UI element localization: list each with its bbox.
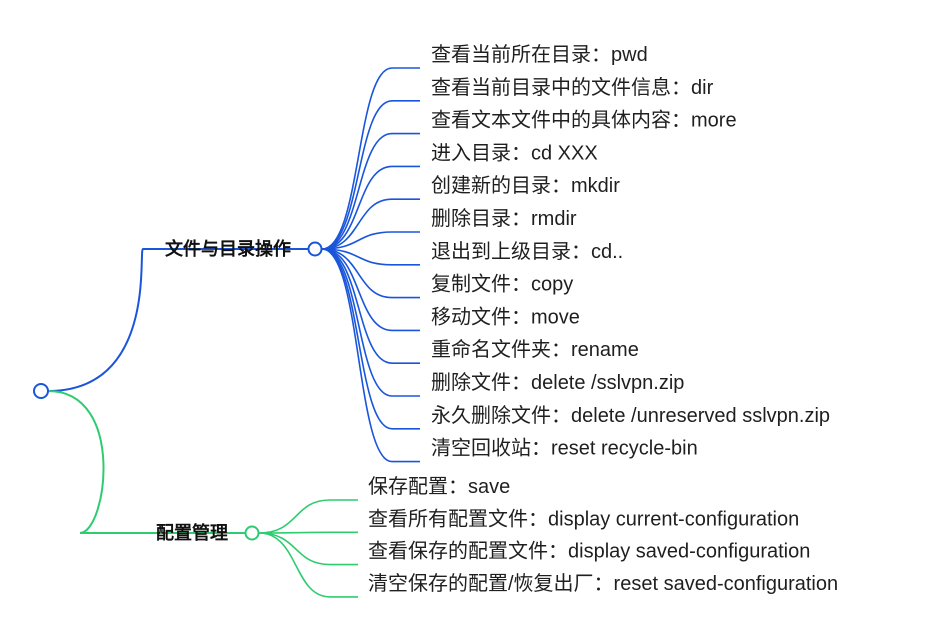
leaf-connector [321,248,420,299]
leaf-label: 清空保存的配置/恢复出厂：reset saved-configuration [368,572,838,595]
leaf-label: 进入目录：cd XXX [431,141,598,164]
leaf-label: 永久删除文件：delete /unreserved sslvpn.zip [431,404,830,427]
leaf-label: 查看所有配置文件：display current-configuration [368,507,799,530]
branch-label: 文件与目录操作 [165,238,291,259]
leaf-connector [258,532,358,598]
leaf-label: 保存配置：save [368,475,510,498]
branch-label: 配置管理 [156,522,228,543]
leaf-connector [321,165,420,250]
leaf-label: 重命名文件夹：rename [431,338,639,361]
branch-node[interactable] [307,241,323,257]
leaf-label: 清空回收站：reset recycle-bin [431,437,698,460]
leaf-label: 查看保存的配置文件：display saved-configuration [368,540,810,563]
root-node[interactable] [33,383,49,399]
leaf-label: 删除文件：delete /sslvpn.zip [431,371,684,394]
leaf-connector [258,531,358,534]
leaf-connector [321,248,420,430]
leaf-connector [321,248,420,266]
leaf-label: 删除目录：rmdir [431,207,577,230]
leaf-label: 查看文本文件中的具体内容：more [431,109,737,132]
leaf-label: 退出到上级目录：cd.. [431,240,623,263]
leaf-label: 创建新的目录：mkdir [431,174,620,197]
leaf-connector [321,248,420,463]
leaf-connector [321,67,420,250]
branch-connector [47,248,308,392]
branch-connector [47,390,245,534]
leaf-connector [258,532,358,566]
leaf-connector [321,198,420,250]
leaf-connector [258,499,358,534]
leaf-label: 复制文件：copy [431,273,573,296]
leaf-connector [321,231,420,250]
leaf-connector [321,248,420,332]
leaf-connector [321,248,420,364]
leaf-connector [321,132,420,250]
leaf-connector [321,248,420,397]
branch-node[interactable] [244,525,260,541]
leaf-label: 查看当前目录中的文件信息：dir [431,76,714,99]
leaf-label: 移动文件：move [431,305,580,328]
leaf-label: 查看当前所在目录：pwd [431,43,648,66]
leaf-connector [321,100,420,250]
